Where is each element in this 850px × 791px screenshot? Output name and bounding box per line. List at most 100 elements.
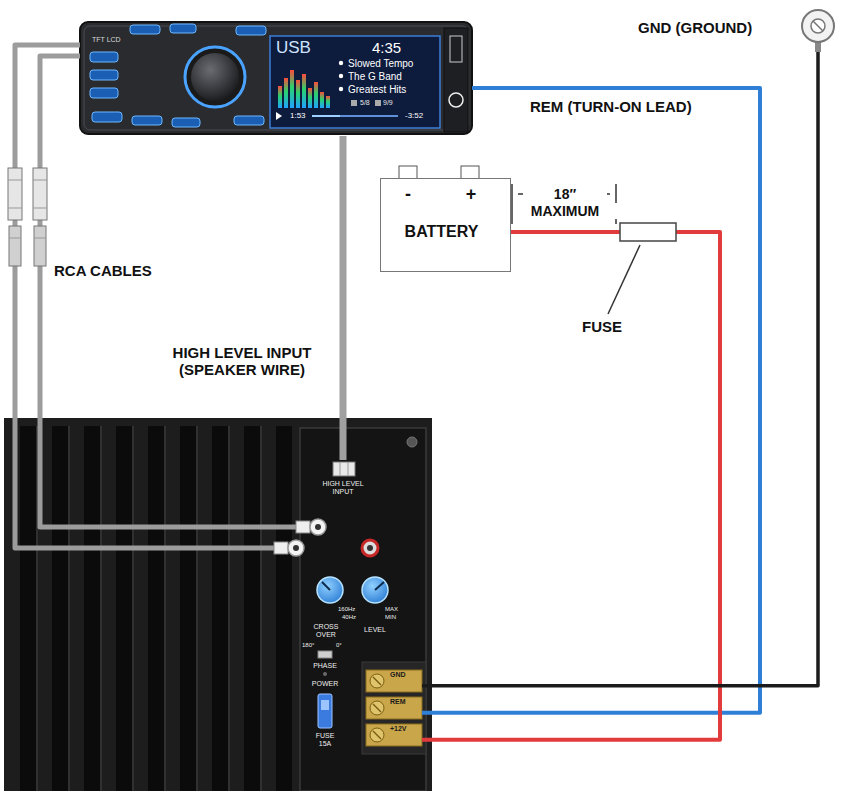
- plug-divider: [340, 462, 341, 476]
- rca-plug-band: [8, 180, 22, 181]
- ring-hole: [811, 19, 825, 33]
- fin-highlight: [197, 426, 198, 791]
- terminal-plate: [366, 697, 422, 719]
- fin-highlight: [133, 426, 134, 791]
- heatsink-fin: [20, 426, 36, 791]
- button: [172, 118, 200, 127]
- rca-plug: [8, 168, 22, 220]
- ground-label: GND (GROUND): [638, 20, 752, 37]
- rca-plug-band: [33, 180, 47, 181]
- screw-slot: [373, 731, 381, 739]
- connector-label: HIGH LEVEL INPUT: [316, 480, 370, 495]
- button: [90, 88, 118, 98]
- scale-mark: 160Hz: [338, 606, 355, 613]
- eq-bar: [296, 80, 300, 108]
- ground-wire: [422, 52, 818, 686]
- terminal-sign: +: [461, 185, 481, 205]
- wire-label: RCA CABLES: [52, 262, 154, 279]
- terminal-sign: -: [398, 185, 418, 205]
- battery-box: -+BATTERY: [380, 178, 511, 272]
- heatsink-fin: [212, 426, 228, 791]
- terminal-strip: [362, 662, 426, 754]
- crossover-knob: [317, 577, 343, 603]
- amplifier: HIGH LEVEL INPUTGNDREM+12VCROSS OVER160H…: [0, 418, 432, 791]
- rca-plug: [33, 168, 47, 220]
- heatsink-fin: [244, 426, 260, 791]
- heatsink-fin: [180, 426, 196, 791]
- fuse-blade: [318, 694, 332, 728]
- display-screen: [270, 36, 440, 128]
- rca-plug-band: [33, 208, 47, 209]
- rca-plug-sleeve: [274, 542, 288, 554]
- fin-highlight: [229, 426, 230, 791]
- eq-bar: [290, 70, 294, 108]
- fin-highlight: [37, 426, 38, 791]
- progress-played: [312, 115, 340, 117]
- clock-text: 4:35: [372, 40, 401, 57]
- album-text: Greatest Hits: [348, 84, 406, 95]
- ground-terminal: [802, 10, 834, 52]
- head-unit-bevel: [84, 26, 468, 130]
- rca-jack-red: [362, 540, 378, 556]
- fuse-window: [321, 700, 329, 710]
- fin-highlight: [101, 426, 102, 791]
- album-icon: [339, 87, 343, 91]
- volume-knob: [191, 53, 239, 101]
- terminal-label: +12V: [390, 725, 407, 733]
- eq-bar: [314, 82, 318, 108]
- fin-highlight: [69, 426, 70, 791]
- rca-cable: [15, 45, 284, 548]
- terminal-plate: [366, 670, 422, 692]
- control-label: CROSS OVER: [306, 623, 346, 638]
- phase-switch: [318, 651, 332, 658]
- heatsink-fin: [276, 426, 292, 791]
- control-label: FUSE 15A: [310, 732, 340, 747]
- rca-plug-band: [9, 238, 21, 239]
- speaker-wire: [340, 136, 347, 460]
- folder-icon: [351, 100, 357, 106]
- fuse-leader-line: [608, 245, 640, 314]
- ground-terminal: GND (GROUND): [636, 8, 842, 52]
- heatsink-fin: [116, 426, 132, 791]
- dimension-value: 18″: [523, 186, 607, 202]
- terminal-label: REM: [390, 698, 406, 706]
- rca-jack: [310, 519, 326, 535]
- terminal-screw: [370, 701, 384, 715]
- heatsink-fin: [52, 426, 68, 791]
- eq-bar: [320, 92, 324, 108]
- length-bracket: [512, 184, 616, 224]
- fin-highlight: [165, 426, 166, 791]
- heatsink-body: [4, 418, 432, 791]
- button: [132, 116, 162, 125]
- heatsink-fin: [84, 426, 100, 791]
- knob-pointer: [322, 582, 330, 590]
- terminal-screw: [370, 728, 384, 742]
- rca-jack-pin: [315, 524, 321, 530]
- button: [234, 116, 264, 125]
- wire-label: HIGH LEVEL INPUT (SPEAKER WIRE): [150, 344, 334, 379]
- ring-screw-slot: [813, 21, 823, 31]
- control-label: LEVEL: [355, 626, 395, 634]
- screw-slot: [373, 677, 381, 685]
- scale-mark: 40Hz: [342, 614, 356, 621]
- counter-text: 9/9: [383, 99, 393, 107]
- rca-jack: [288, 540, 304, 556]
- source-text: USB: [276, 39, 311, 58]
- track-icon: [339, 61, 343, 65]
- rca-cable: [40, 56, 306, 527]
- wire-label: REM (TURN-ON LEAD): [528, 98, 694, 115]
- time-text: 1:53: [290, 112, 306, 121]
- fin-highlight: [261, 426, 262, 791]
- ring-terminal: [802, 10, 834, 42]
- terminal-plate: [366, 724, 422, 746]
- control-label: PHASE: [305, 662, 345, 670]
- dimension-note: MAXIMUM: [513, 203, 617, 219]
- eq-bar: [284, 78, 288, 108]
- scale-mark: MAX: [385, 606, 398, 613]
- screw-slot: [373, 704, 381, 712]
- rca-jack-pin: [367, 545, 373, 551]
- side-panel: [444, 28, 468, 132]
